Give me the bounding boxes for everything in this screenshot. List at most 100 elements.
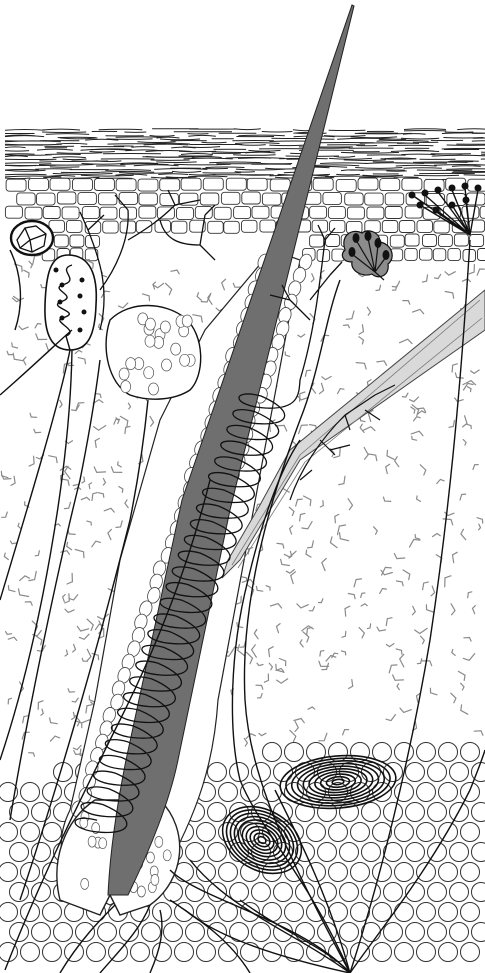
dermis-fiber [8,637,16,640]
dermis-fiber [345,606,350,616]
dermis-fiber [171,270,179,274]
dermis-fiber [128,403,130,409]
corneum-fiber [5,167,485,171]
dermis-fiber [309,607,314,611]
epidermis-cell [454,234,468,246]
epidermis-cell [270,179,290,191]
epidermis-cell [385,207,402,219]
dermis-fiber [461,705,468,714]
fat-cell [131,943,150,962]
corneum-fiber [5,147,485,150]
bulb-cell [137,886,145,897]
fat-cell [0,903,18,922]
dermis-fiber [80,634,90,639]
fat-cell [362,803,381,822]
dermis-fiber [63,595,66,602]
fat-cell [362,883,381,902]
epidermis-cell [17,193,36,205]
dermis-fiber [72,405,80,411]
fat-cell [0,863,18,882]
dermis-fiber [417,496,421,501]
dermis-fiber [467,424,471,428]
fat-cell [450,843,469,862]
dermis-fiber [11,476,15,485]
epidermis-cell [70,235,84,247]
dermis-fiber [108,529,112,539]
dermis-fiber [254,630,258,639]
fat-cell [285,743,304,762]
dermis-fiber [338,389,344,394]
epidermis-cell [385,193,404,205]
dermis-fiber [455,398,464,401]
dermis-fiber [300,640,303,647]
dermis-fiber [410,397,419,402]
dermis-fiber [426,605,433,612]
dermis-fiber [23,357,26,365]
epidermis-cell [478,249,485,261]
dermis-fiber [197,293,201,301]
dermis-fiber [290,526,293,534]
fat-cell [461,783,480,802]
epidermis-cell [160,193,179,205]
dermis-fiber [377,361,387,365]
epidermis-cell [37,193,56,205]
fat-cell [472,763,485,782]
epidermis-cell [73,179,93,191]
dermis-fiber [296,499,303,506]
dermis-fiber [269,647,274,657]
dermis-fiber [453,552,458,562]
fat-cell [10,883,29,902]
dermis-fiber [102,291,110,297]
dermis-fiber [153,283,163,287]
epidermis-cell [260,220,276,232]
epidermis-cell [57,192,76,204]
fat-cell [439,743,458,762]
dermis-fiber [277,543,284,548]
dermis-fiber [72,712,75,719]
epidermis-cell [417,220,433,232]
gland-cell [180,354,190,366]
dermis-fiber [469,265,474,274]
epidermis-cell [438,235,452,247]
fat-cell [230,923,249,942]
fat-cell [472,883,485,902]
dermis-fiber [463,654,474,661]
dermis-fiber [474,731,483,735]
fat-cell [197,863,216,882]
epidermis-cell [203,178,223,190]
fat-cell [87,943,106,962]
dermis-fiber [306,550,311,557]
fat-cell [186,843,205,862]
dermis-fiber [125,426,130,433]
fat-cell [417,903,436,922]
epidermis-cell [6,179,26,191]
krause-end-bulb [11,221,53,255]
dermis-fiber [99,493,104,498]
fat-cell [406,923,425,942]
dermis-fiber [386,715,395,721]
dermis-fiber [280,659,286,666]
dermis-fiber [338,525,346,535]
dermis-fiber [12,343,18,348]
dermis-fiber [29,456,34,466]
fat-cell [384,763,403,782]
fat-cell [21,823,40,842]
fat-cell [406,843,425,862]
dermis-fiber [341,651,345,655]
dermis-fiber [415,628,428,633]
dermis-fiber [392,281,399,287]
epidermis-cell [62,207,79,219]
fat-cell [307,823,326,842]
dermis-fiber [72,698,78,702]
epidermis-cell [402,178,422,190]
dermis-fiber [82,477,85,483]
dermis-fiber [400,708,411,712]
dermis-fiber [403,301,410,305]
dermis-fiber [77,626,88,631]
fat-cell [274,883,293,902]
dermis-fiber [344,325,350,328]
dermis-fiber [289,507,294,515]
dermis-fiber [81,497,89,500]
fat-cell [208,803,227,822]
